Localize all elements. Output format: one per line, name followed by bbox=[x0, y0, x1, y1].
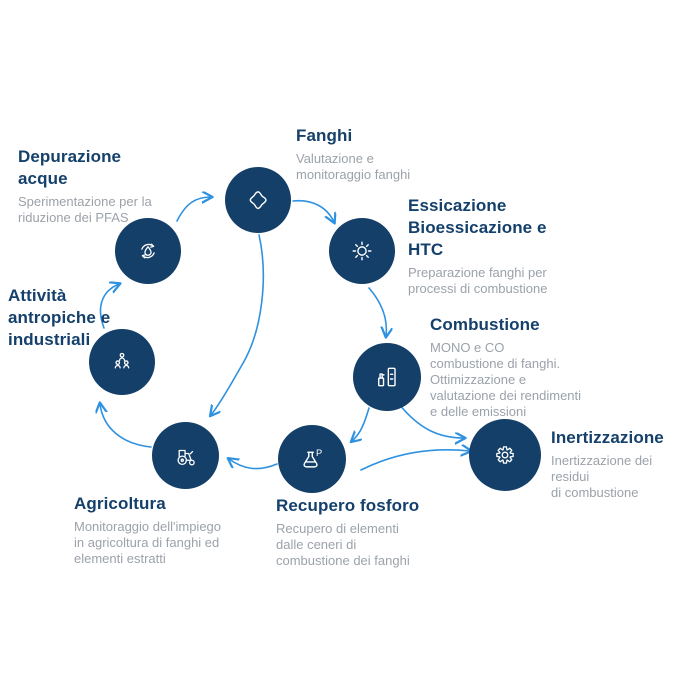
combustione-subtitle: MONO e CO combustione di fanghi. Ottimiz… bbox=[430, 340, 582, 419]
node-circle-attivita-antropiche bbox=[89, 329, 155, 395]
label-recupero-fosforo: Recupero fosforo Recupero di elementi da… bbox=[276, 495, 419, 569]
arrow-recupero-to-agricoltura bbox=[229, 459, 278, 470]
node-circle-combustione bbox=[353, 343, 421, 411]
node-circle-recupero-fosforo: P bbox=[278, 425, 346, 493]
inertizzazione-subtitle: Inertizzazione dei residui di combustion… bbox=[551, 453, 653, 500]
depurazione-title: Depurazione acque bbox=[18, 147, 122, 188]
phosphorus-flask-icon: P bbox=[296, 448, 322, 475]
recupero-subtitle: Recupero di elementi dalle ceneri di com… bbox=[276, 521, 410, 568]
node-circle-depurazione-acque bbox=[115, 218, 181, 284]
sun-icon bbox=[346, 235, 378, 267]
label-fanghi: Fanghi Valutazione e monitoraggio fanghi bbox=[296, 125, 410, 183]
water-cycle-icon bbox=[132, 235, 164, 267]
label-inertizzazione: Inertizzazione Inertizzazione dei residu… bbox=[551, 427, 686, 501]
label-attivita-antropiche: Attività antropiche e industriali bbox=[8, 285, 110, 355]
gear-icon bbox=[489, 439, 521, 471]
agricoltura-subtitle: Monitoraggio dell'impiego in agricoltura… bbox=[74, 519, 222, 566]
node-circle-agricoltura bbox=[152, 422, 219, 489]
node-circle-essicazione bbox=[329, 218, 395, 284]
arrow-essicazione-to-combustione bbox=[368, 287, 386, 336]
essicazione-subtitle: Preparazione fanghi per processi di comb… bbox=[408, 265, 548, 296]
arrow-recupero-to-inertizzazione bbox=[360, 450, 470, 471]
inertizzazione-title: Inertizzazione bbox=[551, 428, 664, 447]
arrow-depurazione-to-fanghi bbox=[176, 197, 211, 222]
recupero-title: Recupero fosforo bbox=[276, 496, 420, 515]
label-essicazione: Essicazione Bioessicazione e HTC Prepara… bbox=[408, 195, 547, 297]
node-circle-fanghi bbox=[225, 167, 291, 233]
svg-text:P: P bbox=[316, 448, 322, 458]
fanghi-title: Fanghi bbox=[296, 126, 353, 145]
label-combustione: Combustione MONO e CO combustione di fan… bbox=[430, 314, 581, 420]
arrow-agricoltura-to-attivita bbox=[100, 404, 152, 448]
depurazione-subtitle: Sperimentazione per la riduzione dei PFA… bbox=[18, 194, 152, 225]
label-agricoltura: Agricoltura Monitoraggio dell'impiego in… bbox=[74, 493, 221, 567]
arrow-fanghi-to-essicazione bbox=[292, 199, 334, 222]
sludge-blob-icon bbox=[242, 184, 274, 216]
arrow-fanghi-to-agricoltura bbox=[211, 234, 265, 415]
essicazione-title: Essicazione Bioessicazione e HTC bbox=[408, 196, 547, 259]
node-circle-inertizzazione bbox=[469, 419, 541, 491]
agricoltura-title: Agricoltura bbox=[74, 494, 166, 513]
people-group-icon bbox=[106, 346, 138, 378]
attivita-title: Attività antropiche e industriali bbox=[8, 286, 111, 349]
label-depurazione-acque: Depurazione acque Sperimentazione per la… bbox=[18, 146, 152, 226]
fanghi-subtitle: Valutazione e monitoraggio fanghi bbox=[296, 151, 411, 182]
incinerator-icon bbox=[371, 361, 403, 393]
arrow-combustione-to-recupero bbox=[352, 407, 370, 441]
combustione-title: Combustione bbox=[430, 315, 540, 334]
tractor-icon bbox=[170, 440, 202, 472]
